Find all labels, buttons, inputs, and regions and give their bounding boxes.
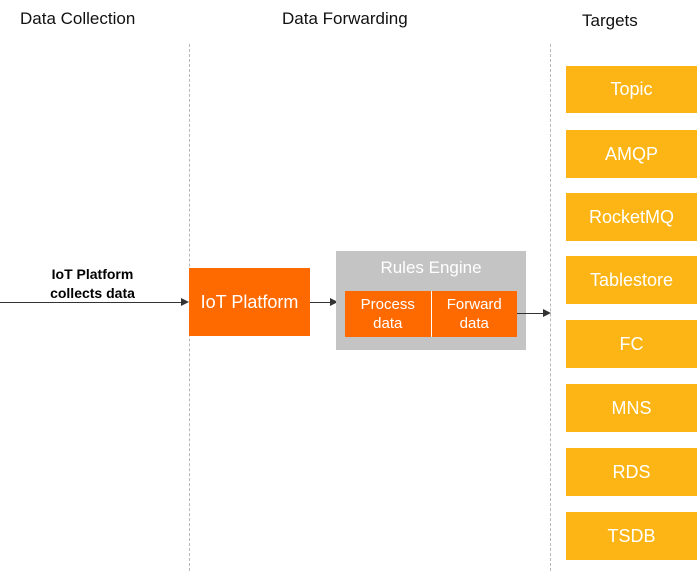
forward-data-step: Forward data bbox=[430, 291, 518, 337]
process-data-line1: Process bbox=[360, 296, 415, 313]
divider-forwarding-targets bbox=[550, 44, 551, 571]
input-label-line2: collects data bbox=[50, 285, 135, 301]
target-label: RocketMQ bbox=[588, 206, 675, 227]
target-tsdb: TSDB bbox=[566, 512, 697, 560]
target-rds: RDS bbox=[566, 448, 697, 496]
forward-data-line1: Forward bbox=[446, 296, 502, 313]
input-label-line1: IoT Platform bbox=[51, 266, 134, 282]
rules-engine-steps: Process data Forward data bbox=[345, 291, 517, 337]
header-data-collection: Data Collection bbox=[20, 9, 136, 28]
target-tablestore: Tablestore bbox=[566, 256, 697, 304]
target-label: RDS bbox=[612, 461, 651, 482]
target-mns: MNS bbox=[566, 384, 697, 432]
target-fc: FC bbox=[566, 320, 697, 368]
target-label: MNS bbox=[611, 397, 652, 418]
target-label: FC bbox=[619, 333, 644, 354]
target-label: Topic bbox=[610, 79, 653, 99]
target-label: TSDB bbox=[607, 525, 656, 546]
target-topic: Topic bbox=[566, 66, 697, 113]
arrow-input-head bbox=[181, 298, 189, 306]
input-label: IoT Platform collects data bbox=[30, 265, 155, 303]
header-targets: Targets bbox=[582, 11, 638, 30]
arrow-rules-targets-line bbox=[517, 313, 543, 314]
arrow-input-line bbox=[0, 302, 181, 303]
rules-engine-title: Rules Engine bbox=[380, 258, 482, 277]
arrow-rules-targets-head bbox=[543, 309, 551, 317]
forward-data-line2: data bbox=[459, 315, 489, 332]
target-label: Tablestore bbox=[589, 269, 674, 290]
iot-platform-label: IoT Platform bbox=[200, 291, 299, 312]
target-amqp: AMQP bbox=[566, 130, 697, 178]
iot-platform-box: IoT Platform bbox=[189, 268, 310, 336]
process-data-line2: data bbox=[373, 315, 403, 332]
target-label: AMQP bbox=[604, 143, 658, 164]
arrow-iot-rules-line bbox=[310, 302, 330, 303]
process-data-step: Process data bbox=[345, 291, 431, 337]
target-rocketmq: RocketMQ bbox=[566, 193, 697, 241]
arrow-iot-rules-head bbox=[330, 298, 338, 306]
rules-engine-box: Rules Engine Process data Forward data bbox=[336, 251, 526, 350]
header-data-forwarding: Data Forwarding bbox=[282, 9, 408, 28]
